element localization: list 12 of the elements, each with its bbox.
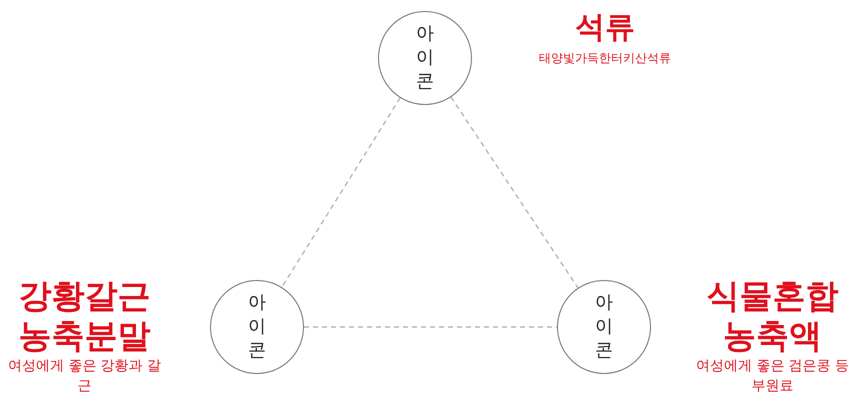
connector-line <box>450 96 578 288</box>
connector-line <box>304 326 557 328</box>
connector-line <box>281 98 401 288</box>
product-title: 식물혼합 농축액 <box>706 276 840 356</box>
node-label: 아이콘 <box>415 22 435 94</box>
node-label: 아이콘 <box>247 291 267 363</box>
product-title: 강황갈근 농축분말 <box>18 276 152 356</box>
product-title: 석류 <box>574 9 636 47</box>
product-description: 여성에게 좋은 검은콩 등 부원료 <box>694 357 849 396</box>
product-description: 태양빛가득한터키산석류 <box>538 50 672 67</box>
node-label: 아이콘 <box>594 291 614 363</box>
product-description: 여성에게 좋은 강황과 갈근 <box>6 357 162 396</box>
